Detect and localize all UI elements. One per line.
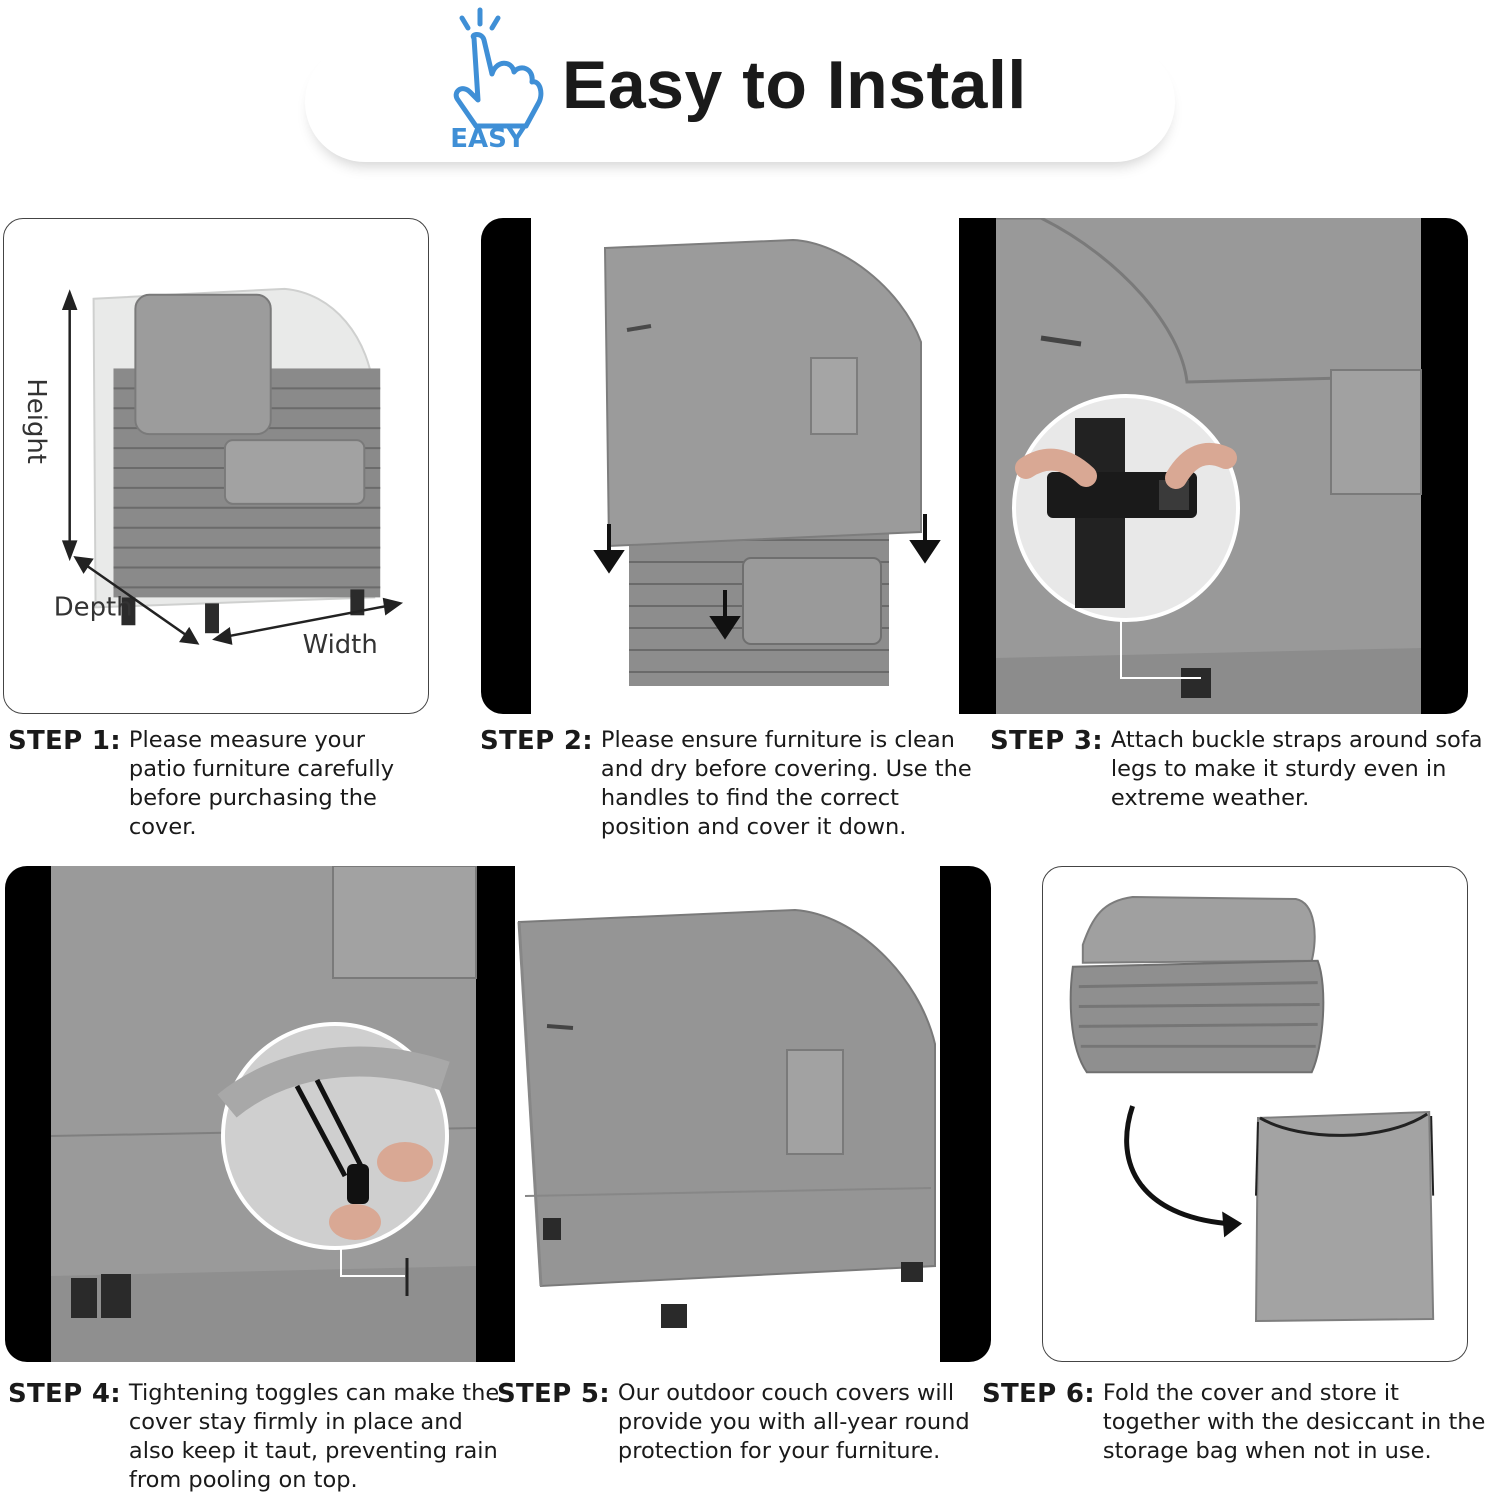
step-2: STEP 2: Please ensure furniture is clean…: [480, 726, 993, 842]
step-3-text: Attach buckle straps around sofa legs to…: [1110, 727, 1483, 811]
step-4-label: STEP 4:: [8, 1379, 121, 1409]
step-2-text: Please ensure furniture is clean and dry…: [600, 727, 972, 840]
depth-label: Depth: [54, 592, 133, 622]
width-label: Width: [303, 630, 378, 660]
step-3: STEP 3: Attach buckle straps around sofa…: [990, 726, 1485, 813]
step-6: STEP 6: Fold the cover and store it toge…: [982, 1379, 1485, 1466]
page-title: Easy to Install: [562, 47, 1027, 123]
step-1-label: STEP 1:: [8, 726, 121, 756]
easy-badge-text: EASY: [450, 124, 527, 154]
header-banner: [305, 42, 1175, 162]
step-4: STEP 4: Tightening toggles can make the …: [8, 1379, 501, 1495]
folded-cover-and-bag-illustration: [1069, 896, 1435, 1323]
toggle-and-covered-chair-illustration: [50, 866, 940, 1362]
cover-and-buckle-illustration: [531, 218, 1422, 714]
step1-image-panel: Height Depth Width: [3, 218, 429, 714]
height-label: Height: [21, 378, 51, 463]
step-3-label: STEP 3:: [990, 726, 1103, 756]
step-5-text: Our outdoor couch covers will provide yo…: [617, 1380, 970, 1464]
step-6-text: Fold the cover and store it together wit…: [1102, 1380, 1485, 1464]
step4-step5-image-panel: [5, 866, 991, 1362]
step6-image-panel: [1042, 866, 1468, 1362]
step-4-text: Tightening toggles can make the cover st…: [128, 1380, 500, 1493]
step-6-label: STEP 6:: [982, 1379, 1095, 1409]
step-2-label: STEP 2:: [480, 726, 593, 756]
step-1: STEP 1: Please measure your patio furnit…: [8, 726, 429, 842]
measure-chair-illustration: Height Depth Width: [21, 287, 404, 660]
step-5: STEP 5: Our outdoor couch covers will pr…: [497, 1379, 973, 1466]
step-1-text: Please measure your patio furniture care…: [128, 727, 395, 840]
step2-step3-image-panel: [481, 218, 1468, 714]
hand-tap-icon: EASY: [450, 7, 544, 154]
step-5-label: STEP 5:: [497, 1379, 610, 1409]
